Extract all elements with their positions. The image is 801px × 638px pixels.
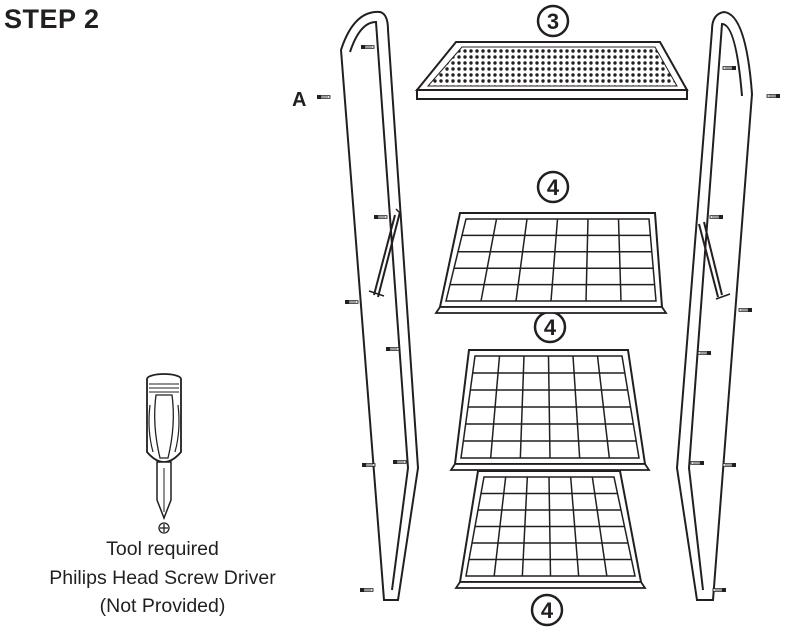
wire-grid-shelf-2 [449,349,651,471]
top-shelf-number: 3 [547,9,559,34]
shelf-number-3: 4 [541,598,554,623]
phillips-tip-icon [158,522,170,534]
badge-shelf-1: 4 [536,170,570,204]
wire-grid-shelf-3 [454,470,647,589]
callout-a-label: A [292,89,306,111]
grid-shelves [434,212,668,589]
top-perforated-shelf [414,41,689,100]
left-side-frame [339,10,420,601]
badge-top-shelf: 3 [536,4,570,38]
shelf-number-1: 4 [547,175,560,200]
tool-required-text: Tool required [106,538,219,560]
right-side-frame [675,10,754,601]
tool-name-text: Philips Head Screw Driver [49,567,276,589]
screwdriver-icon [146,373,182,521]
tool-note-text: (Not Provided) [99,595,226,617]
badge-shelf-2: 4 [533,310,567,344]
wire-grid-shelf-1 [434,212,668,314]
badge-shelf-3: 4 [530,593,564,627]
shelf-number-2: 4 [544,315,557,340]
step-heading: STEP 2 [4,4,100,34]
